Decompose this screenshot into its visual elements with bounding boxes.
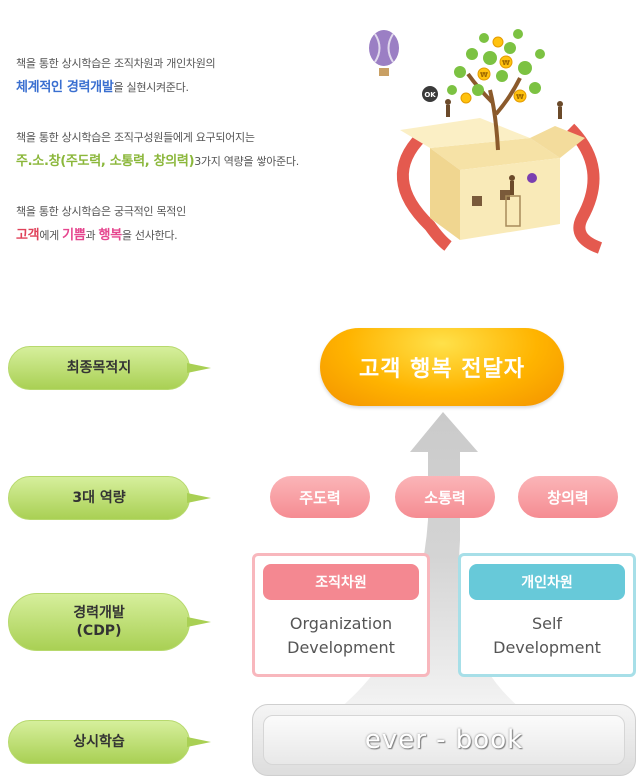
level-final-destination: 최종목적지 <box>8 346 211 390</box>
self-dimension-body: Self Development <box>461 612 633 660</box>
org-line1: Organization <box>289 614 393 633</box>
intro-paragraph-2: 책을 통한 상시학습은 조직구성원들에게 요구되어지는 주.소.창(주도력, 소… <box>16 126 376 174</box>
self-dimension-box: 개인차원 Self Development <box>458 553 636 677</box>
coin-symbol: ₩ <box>480 71 488 79</box>
self-line2: Development <box>493 638 601 657</box>
people-figures <box>445 99 563 195</box>
intro-text: 책을 통한 상시학습은 조직차원과 개인차원의 체계적인 경력개발을 실현시켜준… <box>16 52 376 274</box>
intro-p2-rest: 3가지 역량을 쌓아준다. <box>194 155 299 168</box>
intro-p1-line1: 책을 통한 상시학습은 조직차원과 개인차원의 <box>16 57 216 70</box>
intro-p2-line2: 주.소.창(주도력, 소통력, 창의력)3가지 역량을 쌓아준다. <box>16 150 376 174</box>
level-continuous-learning: 상시학습 <box>8 720 211 764</box>
level-career-development: 경력개발 (CDP) <box>8 593 211 651</box>
ok-badge-icon: OK <box>422 86 438 102</box>
organization-dimension-body: Organization Development <box>255 612 427 660</box>
intro-p3-mid1: 에게 <box>39 229 63 242</box>
coin-symbol: ₩ <box>502 59 510 67</box>
level-career-label-line2: (CDP) <box>76 623 122 639</box>
joy-emph: 기쁨 <box>62 228 86 243</box>
tree-box-illustration: ₩ ₩ ₩ OK <box>369 29 603 254</box>
capability-initiative: 주도력 <box>270 476 370 518</box>
intro-p3-rest: 을 선사한다. <box>121 229 178 242</box>
balloon-icon <box>369 30 399 76</box>
customer-emph: 고객 <box>16 228 40 243</box>
level-learning-label: 상시학습 <box>73 734 125 750</box>
intro-paragraph-3: 책을 통한 상시학습은 궁극적인 목적인 고객에게 기쁨과 행복을 선사한다. <box>16 200 376 248</box>
goal-customer-happiness: 고객 행복 전달자 <box>320 328 564 406</box>
level-capabilities: 3대 역량 <box>8 476 211 520</box>
intro-p2-line1: 책을 통한 상시학습은 조직구성원들에게 요구되어지는 <box>16 131 255 144</box>
level-career-label-line1: 경력개발 <box>73 605 125 621</box>
intro-p3-line2: 고객에게 기쁨과 행복을 선사한다. <box>16 224 376 248</box>
career-dev-emph: 체계적인 경력개발 <box>16 80 114 95</box>
capability-communication: 소통력 <box>395 476 495 518</box>
everbook-inner: ever - book <box>263 715 625 765</box>
self-dimension-title: 개인차원 <box>469 564 625 600</box>
intro-p3-mid2: 과 <box>85 229 99 242</box>
intro-p1-line2: 체계적인 경력개발을 실현시켜준다. <box>16 76 376 100</box>
everbook-label: ever - book <box>364 725 524 755</box>
coin-symbol: ₩ <box>516 93 524 101</box>
everbook-foundation: ever - book <box>252 704 636 776</box>
organization-dimension-title: 조직차원 <box>263 564 419 600</box>
capability-creativity: 창의력 <box>518 476 618 518</box>
ok-badge-text: OK <box>424 91 436 99</box>
capabilities-emph: 주.소.창(주도력, 소통력, 창의력) <box>16 154 195 169</box>
organization-dimension-box: 조직차원 Organization Development <box>252 553 430 677</box>
ladder-icon <box>505 195 521 227</box>
happiness-emph: 행복 <box>98 228 123 243</box>
intro-p3-line1: 책을 통한 상시학습은 궁극적인 목적인 <box>16 205 186 218</box>
tree-leaves <box>447 29 545 96</box>
self-line1: Self <box>531 614 563 633</box>
intro-paragraph-1: 책을 통한 상시학습은 조직차원과 개인차원의 체계적인 경력개발을 실현시켜준… <box>16 52 376 100</box>
org-line2: Development <box>287 638 395 657</box>
coin-icons <box>460 36 527 104</box>
intro-p1-rest: 을 실현시켜준다. <box>113 81 189 94</box>
level-final-label: 최종목적지 <box>66 360 132 376</box>
alert-badge-icon <box>527 173 537 183</box>
level-capabilities-label: 3대 역량 <box>72 490 126 506</box>
